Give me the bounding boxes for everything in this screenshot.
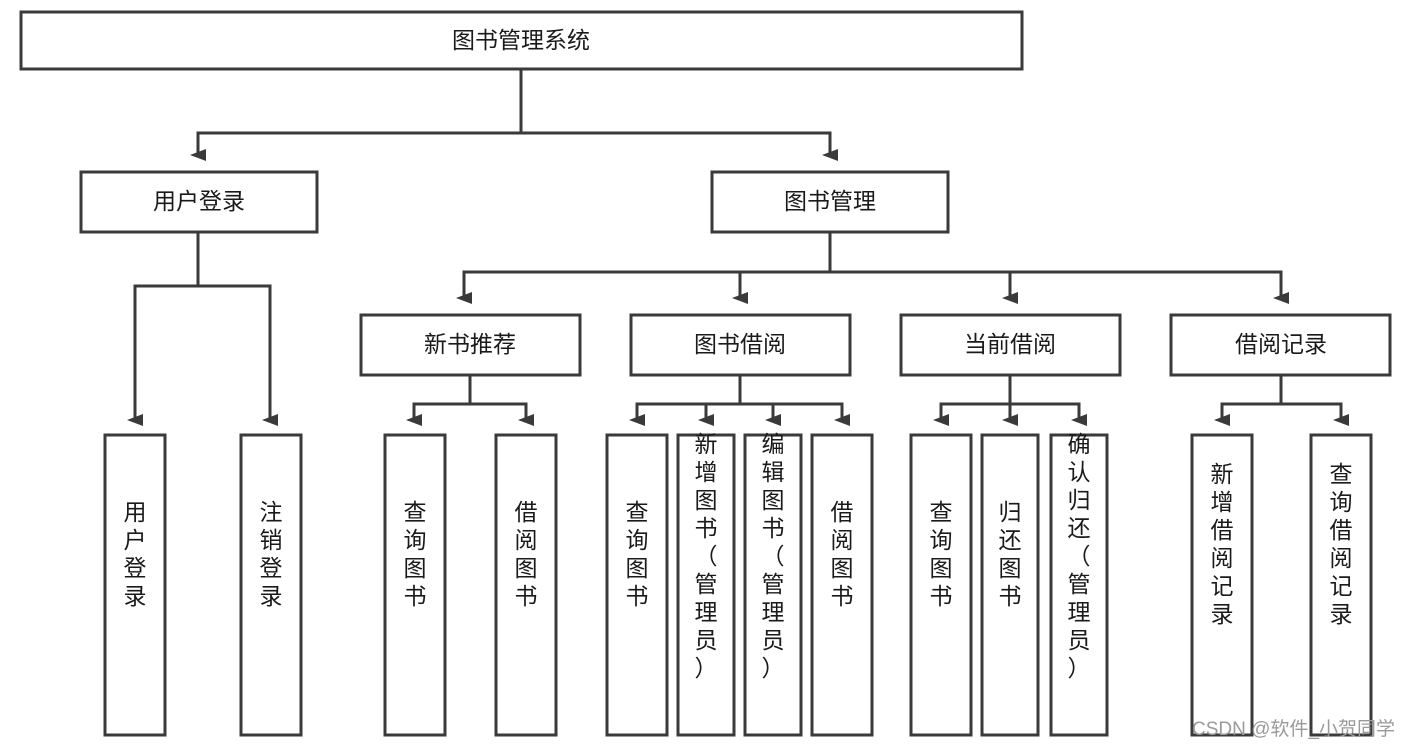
connector-group-current-borrow	[933, 373, 1087, 426]
node-current-borrow-label: 当前借阅	[964, 331, 1056, 357]
node-borrow-record-box[interactable]	[1169, 313, 1392, 377]
node-leaf-borrow-book-1-label: 借阅图书	[515, 499, 538, 609]
node-leaf-query-record[interactable]: 查询借阅记录	[1309, 433, 1373, 737]
node-user-login-box[interactable]	[79, 170, 319, 234]
node-leaf-edit-book-box[interactable]	[743, 433, 803, 737]
node-book-manage-label: 图书管理	[784, 188, 876, 214]
node-leaf-borrow-book-2-label: 借阅图书	[831, 499, 854, 609]
node-leaf-query-record-label: 查询借阅记录	[1330, 461, 1353, 627]
connector-group-root	[190, 68, 838, 161]
node-leaf-user-login-label: 用户登录	[124, 499, 147, 609]
node-root-box[interactable]	[19, 10, 1024, 71]
node-book-manage[interactable]: 图书管理	[710, 170, 950, 234]
node-leaf-return-book-box[interactable]	[980, 433, 1040, 737]
connector-group-book-borrow	[629, 373, 850, 426]
node-leaf-confirm-return-box[interactable]	[1049, 433, 1109, 737]
node-leaf-edit-book-label: 编辑图书（管理员）	[762, 431, 785, 681]
node-leaf-add-record-box[interactable]	[1190, 433, 1254, 737]
node-leaf-add-record-label: 新增借阅记录	[1211, 461, 1234, 627]
connector-group-borrow-record	[1214, 373, 1349, 426]
node-leaf-borrow-book-1-box[interactable]	[494, 433, 558, 737]
connector-group-user-login	[127, 230, 278, 426]
node-leaf-query-book-3-label: 查询图书	[930, 499, 953, 609]
node-leaf-return-book-label: 归还图书	[999, 499, 1022, 609]
node-root-label: 图书管理系统	[452, 27, 590, 53]
node-leaf-query-book-3[interactable]: 查询图书	[909, 433, 973, 737]
node-new-book-rec-box[interactable]	[359, 313, 582, 377]
node-leaf-query-book-2-box[interactable]	[605, 433, 669, 737]
node-leaf-query-book-1-box[interactable]	[383, 433, 447, 737]
node-current-borrow-box[interactable]	[899, 313, 1122, 377]
node-leaf-query-book-2[interactable]: 查询图书	[605, 433, 669, 737]
node-borrow-record-label: 借阅记录	[1235, 331, 1327, 357]
node-leaf-user-login[interactable]: 用户登录	[103, 433, 167, 737]
node-leaf-add-book-label: 新增图书（管理员）	[695, 431, 718, 681]
node-leaf-confirm-return[interactable]: 确认归还（管理员）	[1049, 431, 1109, 737]
node-leaf-query-record-box[interactable]	[1309, 433, 1373, 737]
node-book-manage-box[interactable]	[710, 170, 950, 234]
node-leaf-logout-login[interactable]: 注销登录	[239, 433, 303, 737]
node-leaf-add-book[interactable]: 新增图书（管理员）	[676, 431, 736, 737]
node-book-borrow-box[interactable]	[629, 313, 852, 377]
node-current-borrow[interactable]: 当前借阅	[899, 313, 1122, 377]
node-leaf-borrow-book-1[interactable]: 借阅图书	[494, 433, 558, 737]
node-book-borrow-label: 图书借阅	[694, 331, 786, 357]
node-leaf-query-book-1[interactable]: 查询图书	[383, 433, 447, 737]
node-user-login-label: 用户登录	[153, 188, 245, 214]
node-leaf-edit-book[interactable]: 编辑图书（管理员）	[743, 431, 803, 737]
node-leaf-user-login-box[interactable]	[103, 433, 167, 737]
node-book-borrow[interactable]: 图书借阅	[629, 313, 852, 377]
node-leaf-query-book-3-box[interactable]	[909, 433, 973, 737]
connector-group-book-manage	[456, 230, 1289, 304]
node-leaf-borrow-book-2-box[interactable]	[810, 433, 874, 737]
node-leaf-query-book-1-label: 查询图书	[404, 499, 427, 609]
node-new-book-rec[interactable]: 新书推荐	[359, 313, 582, 377]
node-root[interactable]: 图书管理系统	[19, 10, 1024, 71]
node-leaf-confirm-return-label: 确认归还（管理员）	[1068, 431, 1091, 681]
node-leaf-logout-login-box[interactable]	[239, 433, 303, 737]
csdn-watermark: CSDN @软件_小贺同学	[1192, 719, 1395, 740]
node-leaf-add-book-box[interactable]	[676, 433, 736, 737]
node-new-book-rec-label: 新书推荐	[424, 331, 516, 357]
node-borrow-record[interactable]: 借阅记录	[1169, 313, 1392, 377]
node-leaf-logout-login-label: 注销登录	[260, 499, 283, 609]
node-user-login[interactable]: 用户登录	[79, 170, 319, 234]
node-leaf-borrow-book-2[interactable]: 借阅图书	[810, 433, 874, 737]
node-leaf-add-record[interactable]: 新增借阅记录	[1190, 433, 1254, 737]
node-leaf-return-book[interactable]: 归还图书	[980, 433, 1040, 737]
node-leaf-query-book-2-label: 查询图书	[626, 499, 649, 609]
connector-group-new-book-rec	[406, 373, 534, 426]
